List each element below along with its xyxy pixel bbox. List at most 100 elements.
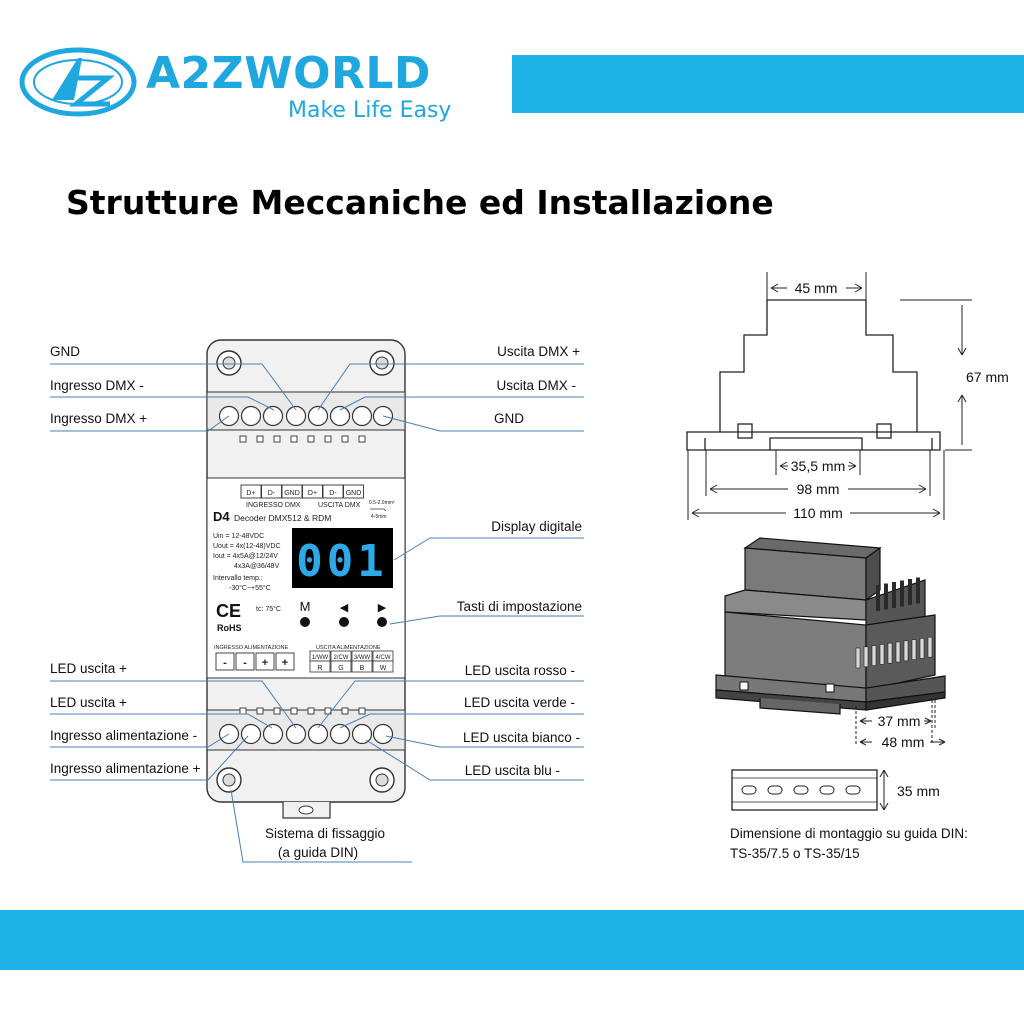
svg-text:G: G (338, 665, 343, 672)
ce-mark: CE (216, 601, 241, 621)
page-title: Strutture Meccaniche ed Installazione (66, 183, 774, 222)
terminal-slot (273, 707, 281, 715)
rail-dimension (879, 769, 889, 811)
power-in-terminal: - (235, 652, 255, 671)
spec-line: Iout = 4x5A@12/24V (213, 553, 278, 560)
svg-text:R: R (317, 665, 322, 672)
din-rail-slots (741, 785, 861, 795)
rail-caption-2: TS-35/7.5 o TS-35/15 (730, 846, 860, 861)
terminal-screw (351, 405, 373, 427)
model-name: D4 (213, 509, 230, 524)
terminal-screw (262, 723, 284, 745)
svg-text:D-: D- (329, 490, 337, 497)
dmx-in-label: INGRESSO DMX (246, 502, 301, 509)
side-dimension-arrows (859, 717, 946, 746)
terminal-slot (256, 707, 264, 715)
wire-spec-1: 0.5-2.0mm² (369, 500, 395, 506)
power-in-terminal: + (255, 652, 275, 671)
button-m-label: M (300, 599, 311, 614)
dim-side-a: 37 mm (878, 713, 921, 729)
power-in-terminal: + (275, 652, 295, 671)
dim-side-b: 48 mm (882, 734, 925, 750)
led-out-terminal: 2/CW G (330, 650, 352, 673)
model-description: Decoder DMX512 & RDM (234, 513, 331, 523)
spec-line: 4x3A@36/48V (234, 563, 280, 570)
svg-text:3/WW: 3/WW (354, 655, 371, 661)
svg-text:GND: GND (346, 490, 362, 497)
svg-text:W: W (380, 665, 387, 672)
terminal-slot (341, 435, 349, 443)
terminal-slot (273, 435, 281, 443)
svg-text:GND: GND (284, 490, 300, 497)
terminal-slot (358, 435, 366, 443)
terminal-screw (240, 405, 262, 427)
dmx-out-label: USCITA DMX (318, 502, 361, 509)
callout-gnd-in: GND (50, 344, 80, 359)
callout-display: Display digitale (491, 519, 582, 534)
callout-dmx-out-plus: Uscita DMX + (497, 344, 580, 359)
callout-power-in-minus: Ingresso alimentazione - (50, 728, 197, 743)
terminal-slot (307, 435, 315, 443)
terminal-slot (239, 435, 247, 443)
terminal-screw (285, 723, 307, 745)
bottom-accent-band (0, 910, 1024, 970)
svg-text:2/CW: 2/CW (334, 655, 349, 661)
callout-led-out-plus-2: LED uscita + (50, 695, 127, 710)
callout-led-green: LED uscita verde - (464, 695, 575, 710)
left-callouts (50, 363, 297, 781)
terminal-screw (285, 405, 307, 427)
callout-gnd-out: GND (494, 411, 524, 426)
mount-label-1: Sistema di fissaggio (265, 826, 385, 841)
button-m[interactable] (300, 617, 310, 627)
top-accent-band (512, 55, 1024, 113)
led-out-terminal: 3/WW B (351, 650, 373, 673)
side-profile-drawing (686, 299, 941, 451)
mounting-hole (216, 767, 242, 793)
dmx-terminal-label: D- (322, 484, 344, 499)
terminal-screw (372, 723, 394, 745)
svg-text:B: B (360, 665, 365, 672)
svg-text:D+: D+ (308, 490, 317, 497)
spec-line: Uout = 4x(12-48)VDC (213, 543, 281, 550)
terminal-slot (239, 707, 247, 715)
terminal-screw (240, 723, 262, 745)
terminal-slot (341, 707, 349, 715)
led-out-label: USCITA ALIMENTAZIONE (316, 645, 381, 651)
terminal-slot (290, 435, 298, 443)
terminal-screw (262, 405, 284, 427)
dim-top-width: 45 mm (795, 280, 838, 296)
terminal-screw (307, 405, 329, 427)
dimension-lines (687, 272, 972, 520)
svg-text:1/WW: 1/WW (312, 655, 329, 661)
callout-led-red: LED uscita rosso - (465, 663, 575, 678)
button-left[interactable] (339, 617, 349, 627)
brand-logo: A2ZWORLD Make Life Easy (18, 42, 498, 132)
dmx-terminal-label: D- (261, 484, 282, 499)
callout-dmx-in-plus: Ingresso DMX + (50, 411, 147, 426)
callout-led-blue: LED uscita blu - (465, 763, 560, 778)
button-right[interactable] (377, 617, 387, 627)
terminal-screw (329, 405, 351, 427)
brand-tagline: Make Life Easy (288, 98, 452, 123)
spec-line: -30°C~+55°C (229, 584, 271, 592)
display-value: 001 (296, 536, 387, 587)
power-in-terminal: - (215, 652, 235, 671)
callout-led-white: LED uscita bianco - (463, 730, 580, 745)
callout-led-out-plus-1: LED uscita + (50, 661, 127, 676)
digital-display (292, 528, 393, 588)
terminal-slot (290, 707, 298, 715)
right-callouts (317, 363, 584, 781)
brand-name: A2ZWORLD (146, 48, 431, 99)
callout-power-in-plus: Ingresso alimentazione + (50, 761, 201, 776)
dim-inner-width: 35,5 mm (791, 458, 845, 474)
svg-text:D+: D+ (246, 490, 255, 497)
terminal-screw (307, 723, 329, 745)
wire-spec-2: 4-5mm (371, 514, 387, 520)
mount-callout-line (230, 789, 412, 863)
terminal-screw (351, 723, 373, 745)
device-3d-view (715, 537, 946, 715)
dmx-terminal-label: GND (343, 484, 364, 499)
svg-text:-: - (243, 657, 247, 669)
button-left-label: ◀ (340, 602, 349, 614)
dmx-terminal-label: D+ (302, 484, 323, 499)
